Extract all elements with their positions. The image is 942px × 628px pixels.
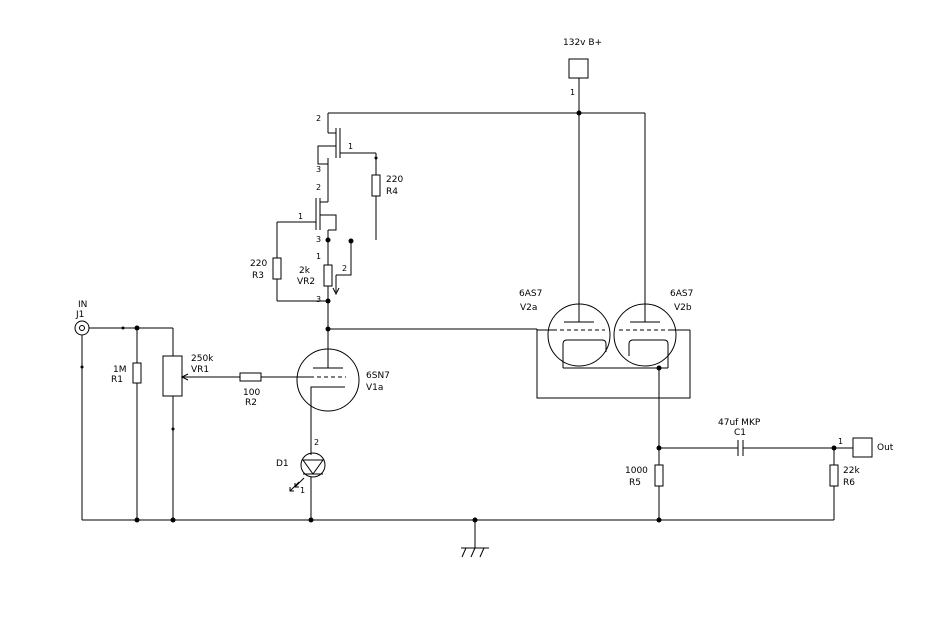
c1-ref-label: C1 (734, 428, 746, 438)
r4-ref-label: R4 (386, 187, 398, 197)
power-pin: 1 (570, 88, 575, 97)
q2-pin-bottom: 3 (316, 235, 321, 244)
v2a-type-label: 6AS7 (519, 289, 542, 299)
output-label: Out (877, 443, 894, 453)
vr1-ref-label: VR1 (191, 365, 209, 375)
q1-pin-gate: 1 (348, 142, 353, 151)
tube-v2b (613, 303, 690, 368)
output-pin: 1 (838, 437, 843, 446)
vr1-value-label: 250k (191, 354, 214, 364)
q1-pin-top: 2 (316, 114, 321, 123)
potentiometer-vr2 (323, 238, 354, 301)
resistor-r2 (239, 372, 306, 382)
led-d1 (289, 405, 326, 520)
r5-ref-label: R5 (629, 478, 641, 488)
resistor-r6 (829, 448, 839, 520)
vr2-value-label: 2k (299, 266, 311, 276)
q1-pin-bottom: 3 (316, 165, 321, 174)
resistor-r3 (272, 222, 328, 302)
q2-pin-top: 2 (316, 183, 321, 192)
q2-pin-gate: 1 (298, 212, 303, 221)
capacitor-c1 (737, 440, 744, 456)
resistor-r4 (371, 153, 381, 240)
potentiometer-vr1 (162, 328, 240, 520)
input-name-label: IN (78, 300, 87, 310)
resistor-r5 (654, 448, 664, 520)
tube-v2a (537, 303, 611, 368)
v2b-type-label: 6AS7 (670, 289, 693, 299)
v2b-ref-label: V2b (674, 303, 692, 313)
power-label: 132v B+ (563, 38, 602, 48)
c1-value-label: 47uf MKP (718, 418, 761, 428)
vr2-pin-wiper: 2 (342, 264, 347, 273)
r5-value-label: 1000 (625, 466, 648, 476)
v2-grid-loop (536, 329, 691, 448)
r3-ref-label: R3 (252, 271, 264, 281)
d1-pin-bottom: 1 (300, 486, 305, 495)
r3-value-label: 220 (250, 259, 267, 269)
input-ref-label: J1 (75, 310, 84, 320)
mosfet-q2 (277, 178, 337, 265)
resistor-r1 (132, 328, 142, 520)
vr2-pin-bottom: 3 (316, 295, 321, 304)
input-jack-j1 (74, 320, 173, 520)
vr2-pin-top: 1 (316, 252, 321, 261)
v1a-type-label: 6SN7 (366, 371, 390, 381)
r4-value-label: 220 (386, 175, 403, 185)
r1-ref-label: R1 (111, 375, 123, 385)
mosfet-q1 (317, 113, 376, 178)
v2a-ref-label: V2a (520, 303, 537, 313)
r1-value-label: 1M (113, 365, 127, 375)
r2-ref-label: R2 (245, 398, 257, 408)
output-terminal (852, 437, 873, 458)
r6-ref-label: R6 (843, 478, 855, 488)
r6-value-label: 22k (843, 466, 860, 476)
r2-value-label: 100 (243, 388, 260, 398)
ground-symbol (461, 547, 489, 558)
power-terminal (328, 58, 646, 305)
d1-ref-label: D1 (276, 459, 289, 469)
tube-v1a (296, 348, 360, 412)
v1a-ref-label: V1a (366, 383, 383, 393)
ground-bus (82, 519, 834, 548)
vr2-ref-label: VR2 (297, 277, 315, 287)
d1-pin-top: 2 (314, 438, 319, 447)
